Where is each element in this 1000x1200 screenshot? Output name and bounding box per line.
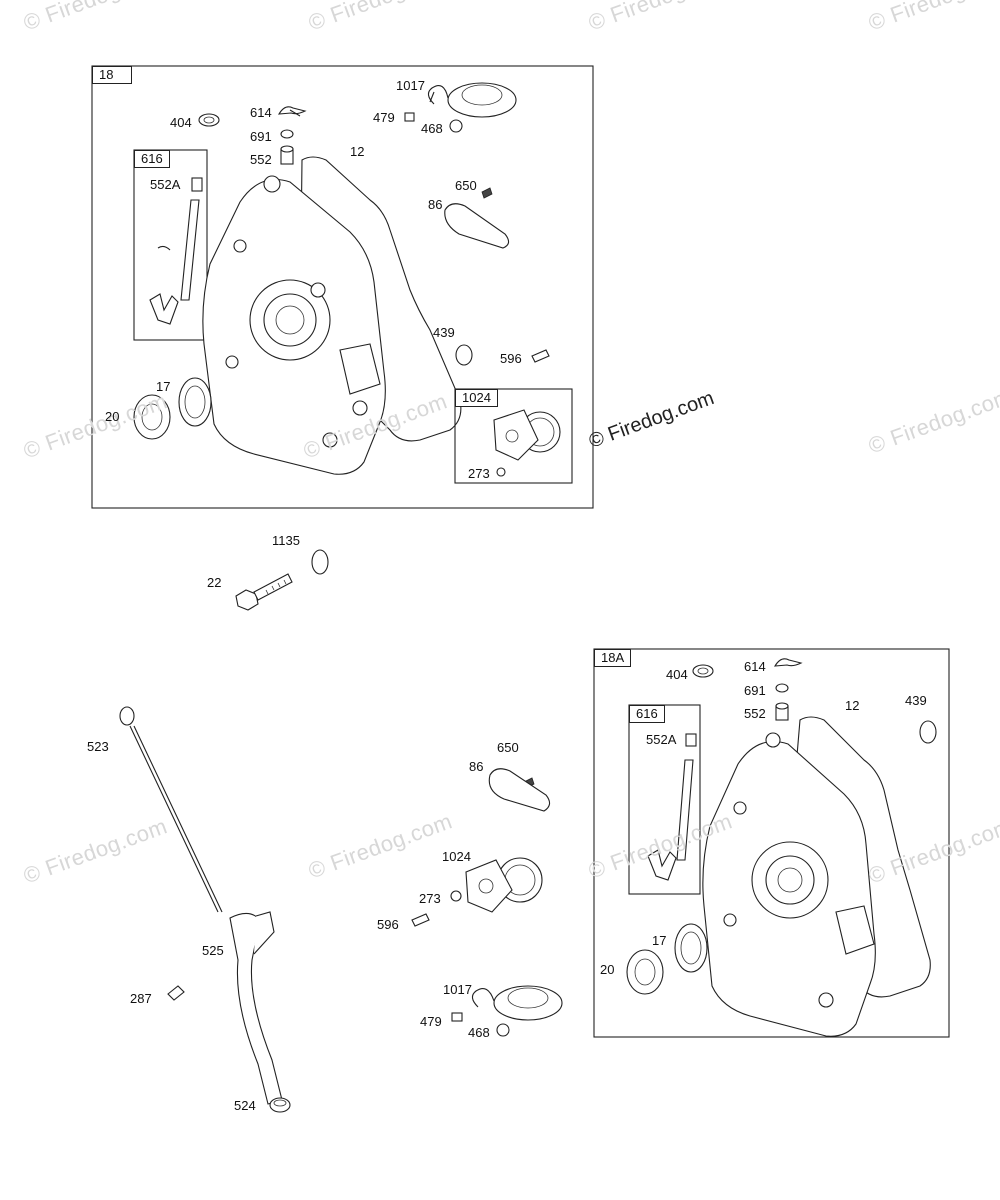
callout-439b: 439 <box>905 693 927 708</box>
o-ring-273a-icon <box>496 467 506 477</box>
callout-479: 479 <box>373 110 395 125</box>
group-box-18a <box>593 648 950 1038</box>
callout-552a: 552A <box>150 177 181 192</box>
callout-12b: 12 <box>845 698 860 713</box>
screw-287-icon <box>167 985 185 1001</box>
callout-86: 86 <box>428 197 443 212</box>
callout-273: 273 <box>468 466 490 481</box>
callout-596b: 596 <box>377 917 399 932</box>
fitting-479-icon <box>404 112 415 122</box>
screw-596b-icon <box>411 913 430 927</box>
callout-20b: 20 <box>600 962 615 977</box>
washer-439-icon <box>455 344 473 366</box>
bolt-22-icon <box>235 573 293 611</box>
bushing-552b-icon <box>775 702 789 721</box>
bearing-17-icon <box>178 377 212 427</box>
washer-1135-icon <box>311 549 329 575</box>
group-label-18a: 18A <box>594 649 632 667</box>
group-box-18 <box>91 65 594 509</box>
callout-524: 524 <box>234 1098 256 1113</box>
callout-691: 691 <box>250 129 272 144</box>
callout-439: 439 <box>433 325 455 340</box>
oil-pickup-1017-icon <box>427 82 517 118</box>
callout-287: 287 <box>130 991 152 1006</box>
callout-552a-b: 552A <box>646 732 677 747</box>
callout-691b: 691 <box>744 683 766 698</box>
cover-plate-86-icon <box>444 203 510 249</box>
group-box-1024 <box>454 388 573 484</box>
seal-20-icon <box>133 394 171 440</box>
callout-1024b: 1024 <box>442 849 471 864</box>
callout-12: 12 <box>350 144 365 159</box>
callout-596: 596 <box>500 351 522 366</box>
callout-650b: 650 <box>497 740 519 755</box>
group-label-18: 18 <box>92 66 132 84</box>
clip-614-icon <box>277 106 307 117</box>
oil-pump-1024b-icon <box>465 857 543 913</box>
seal-20b-icon <box>626 949 664 995</box>
oil-pump-1024a-icon <box>493 409 561 461</box>
o-ring-273b-icon <box>450 890 462 902</box>
group-label-616a: 616 <box>134 150 170 168</box>
callout-552b: 552 <box>744 706 766 721</box>
dipstick-523-icon <box>119 706 223 913</box>
group-label-616b: 616 <box>629 705 665 723</box>
callout-614: 614 <box>250 105 272 120</box>
callout-552: 552 <box>250 152 272 167</box>
callout-86b: 86 <box>469 759 484 774</box>
callout-1017b: 1017 <box>443 982 472 997</box>
group-label-1024: 1024 <box>455 389 498 407</box>
washer-691-icon <box>280 129 294 139</box>
group-box-616a <box>133 149 208 341</box>
crankcase-cover-b-icon <box>702 732 876 1037</box>
callout-523: 523 <box>87 739 109 754</box>
crankcase-cover-icon <box>202 175 386 475</box>
washer-439b-icon <box>919 720 937 744</box>
callout-404: 404 <box>170 115 192 130</box>
governor-shaft-616b-icon <box>647 733 697 881</box>
fitting-479b-icon <box>451 1012 463 1022</box>
callout-17: 17 <box>156 379 171 394</box>
o-ring-468b-icon <box>496 1023 510 1037</box>
seal-404b-icon <box>692 664 714 678</box>
screw-596-icon <box>531 349 550 363</box>
washer-691b-icon <box>775 683 789 693</box>
screw-650-icon <box>481 187 493 199</box>
callout-479b: 479 <box>420 1014 442 1029</box>
callout-404b: 404 <box>666 667 688 682</box>
callout-525: 525 <box>202 943 224 958</box>
bushing-552-icon <box>280 145 294 165</box>
callout-20: 20 <box>105 409 120 424</box>
callout-468b: 468 <box>468 1025 490 1040</box>
oil-pickup-1017b-icon <box>471 985 563 1021</box>
governor-shaft-616a-icon <box>149 177 203 325</box>
callout-650: 650 <box>455 178 477 193</box>
callout-273b: 273 <box>419 891 441 906</box>
seal-404-icon <box>198 113 220 127</box>
grommet-524-icon <box>269 1097 291 1113</box>
cover-plate-86b-icon <box>488 768 551 812</box>
callout-1017: 1017 <box>396 78 425 93</box>
callout-1135: 1135 <box>272 533 300 548</box>
callout-614b: 614 <box>744 659 766 674</box>
o-ring-468-icon <box>449 119 463 133</box>
callout-468: 468 <box>421 121 443 136</box>
clip-614b-icon <box>773 658 803 667</box>
bearing-17b-icon <box>674 923 708 973</box>
dipstick-tube-525-icon <box>229 911 283 1105</box>
callout-22: 22 <box>207 575 222 590</box>
callout-17b: 17 <box>652 933 667 948</box>
